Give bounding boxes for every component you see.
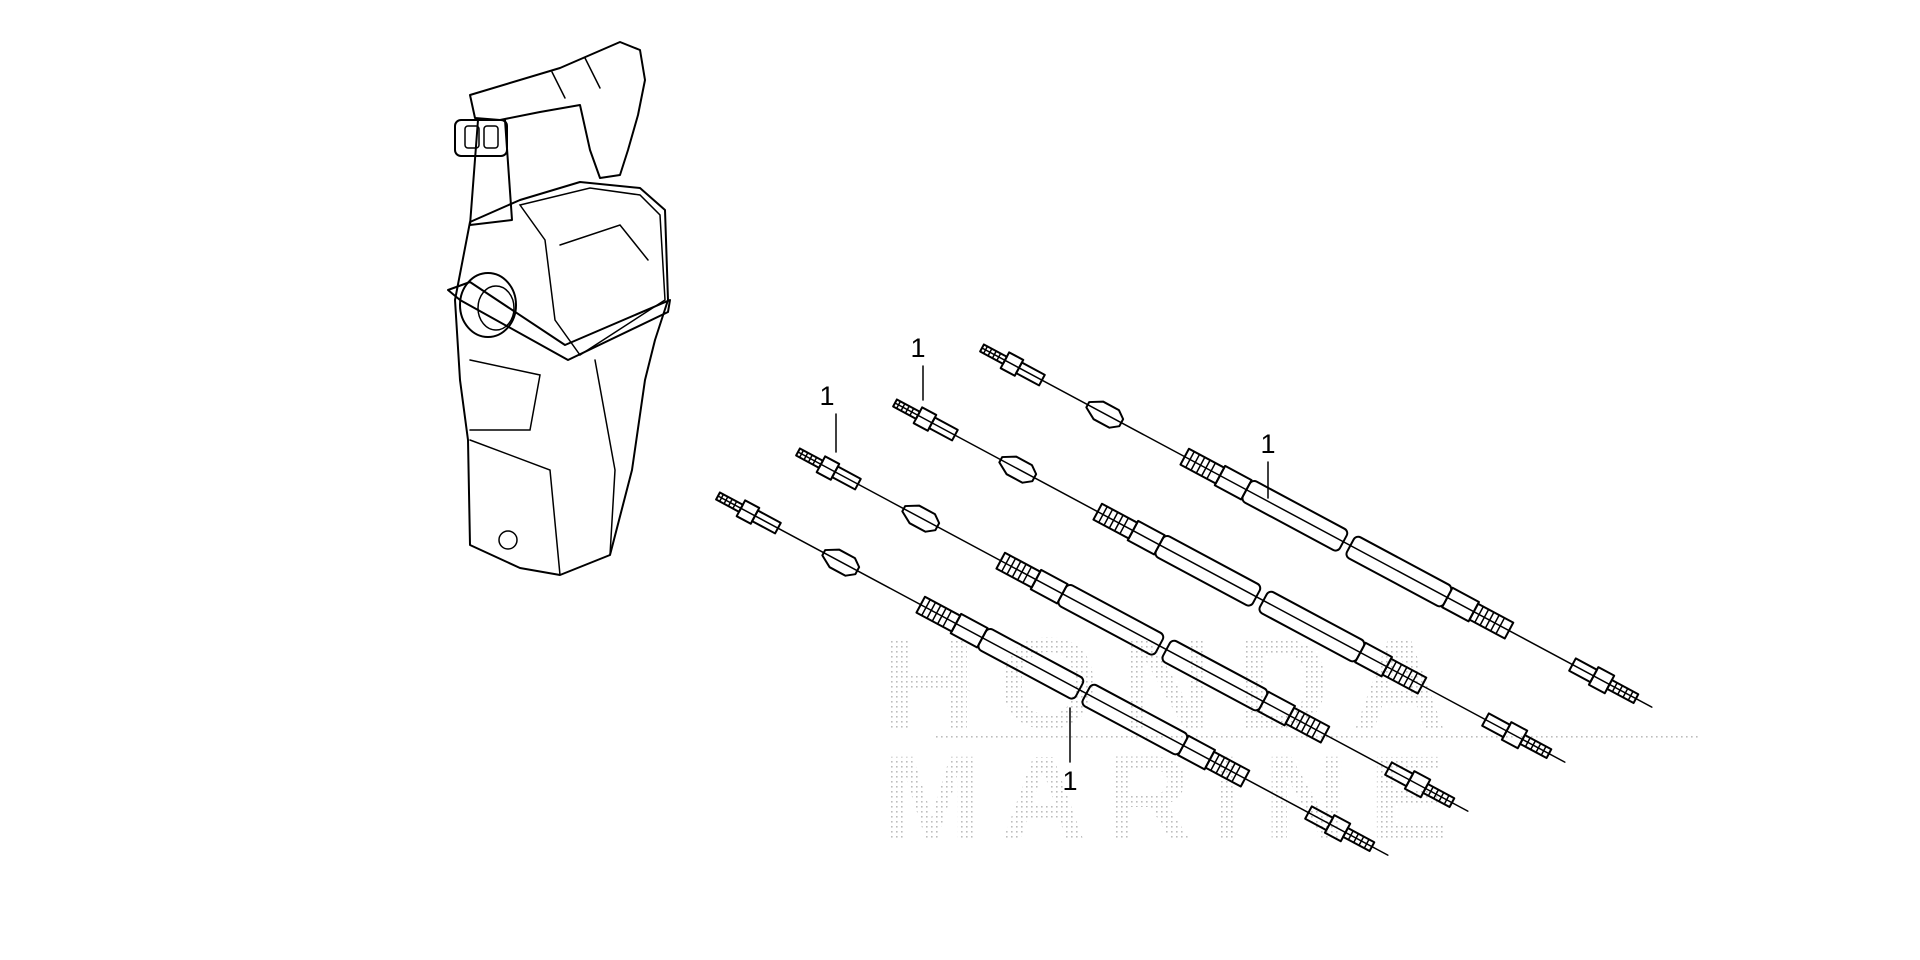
watermark-divider	[935, 735, 1700, 740]
callout-4: 1	[1062, 707, 1078, 796]
watermark-line2: MARINE	[882, 732, 1467, 864]
callout-2: 1	[910, 333, 926, 401]
screw-icon	[498, 530, 518, 550]
remote-control-box	[447, 41, 671, 576]
callout-label: 1	[1260, 429, 1275, 459]
callout-label: 1	[910, 333, 925, 363]
callout-label: 1	[1062, 766, 1077, 796]
callout-label: 1	[819, 381, 834, 411]
callout-3: 1	[1260, 429, 1276, 499]
handle-button	[454, 119, 508, 157]
watermark: HONDA MARINE	[882, 610, 1700, 864]
callout-1: 1	[819, 381, 837, 453]
